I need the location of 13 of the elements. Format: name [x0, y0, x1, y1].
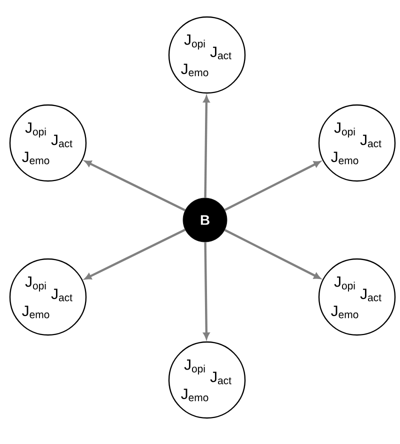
circle-node: J$_{opi}$ J$_{act}$ J$_{emo}$: [9, 104, 87, 182]
arrow: [203, 242, 210, 340]
arrow: [224, 160, 321, 211]
arrow: [84, 228, 186, 280]
circle-node: J$_{opi}$ J$_{act}$ J$_{emo}$: [168, 341, 246, 419]
circle-node: J$_{opi}$ J$_{act}$ J$_{emo}$: [168, 16, 246, 94]
center-node: B: [182, 198, 228, 242]
circle-node: J$_{opi}$ J$_{act}$ J$_{emo}$: [318, 104, 396, 182]
circle-node: J$_{opi}$ J$_{act}$ J$_{emo}$: [318, 258, 396, 336]
arrow: [224, 229, 321, 280]
arrow: [84, 160, 186, 212]
circle-node: J$_{opi}$ J$_{act}$ J$_{emo}$: [9, 258, 87, 336]
arrow: [203, 96, 210, 198]
